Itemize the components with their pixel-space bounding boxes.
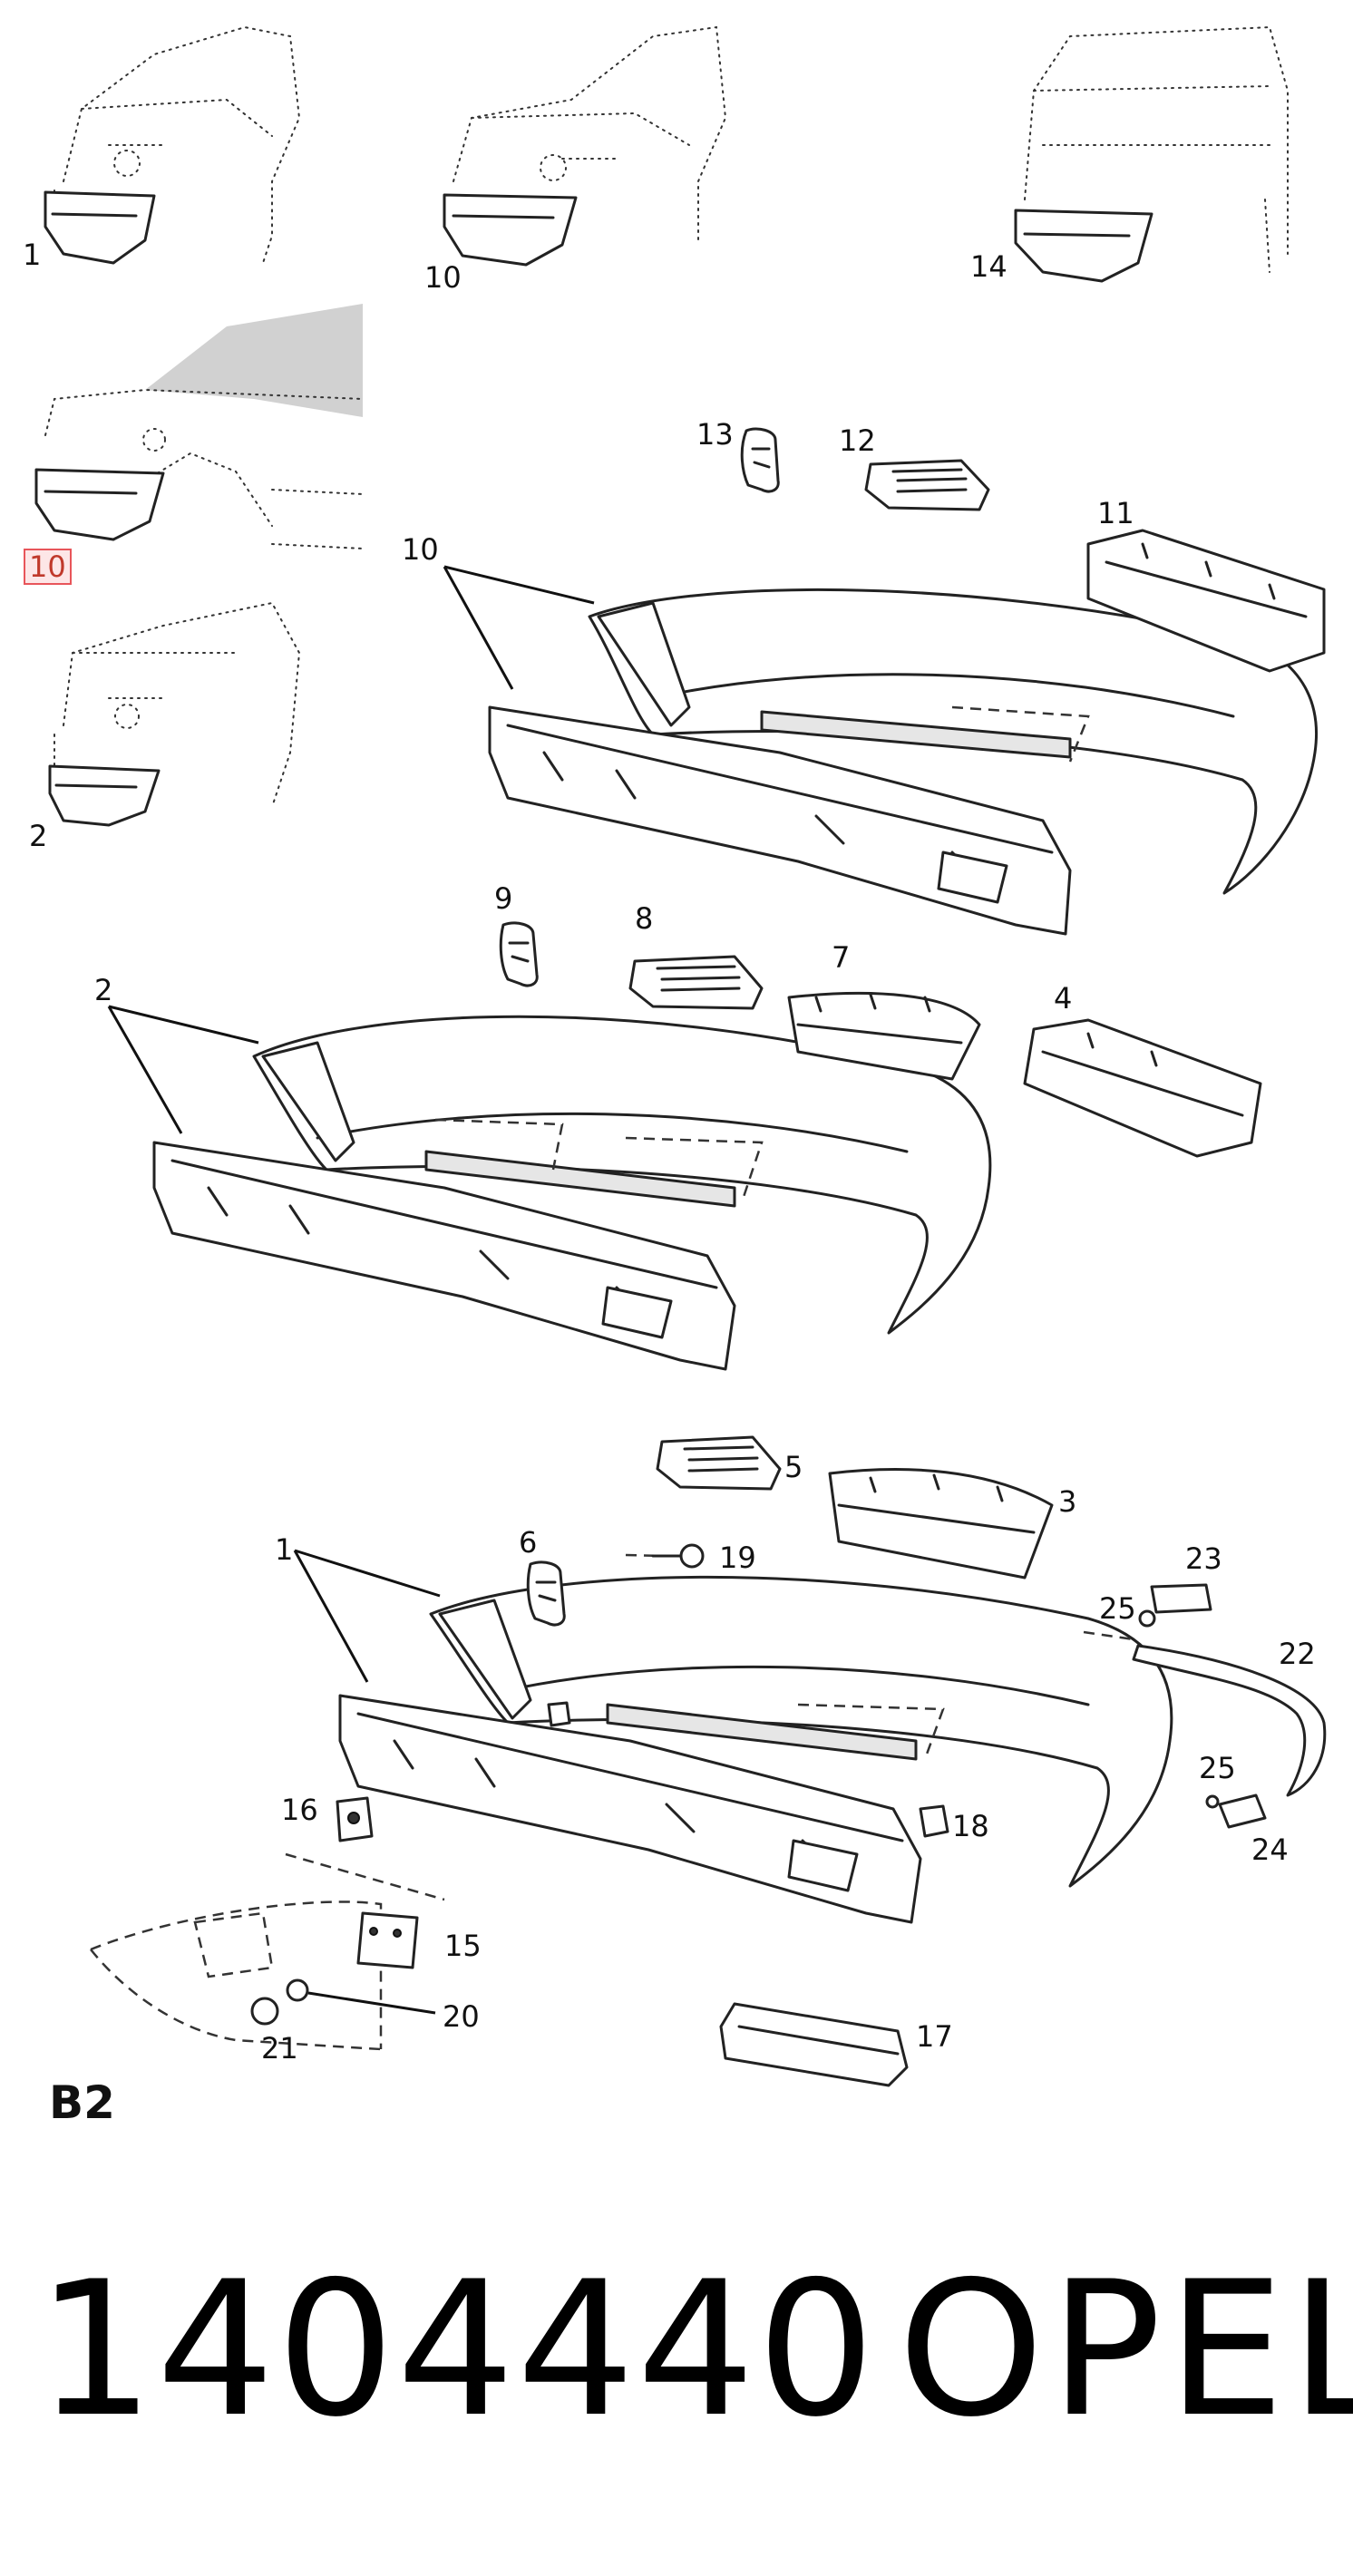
callout-17: 17 bbox=[916, 2019, 953, 2054]
callout-14-top: 14 bbox=[970, 249, 1007, 284]
callout-2-top: 2 bbox=[29, 819, 48, 853]
vehicle-outline-van bbox=[1014, 25, 1289, 283]
vehicle-outline-hatchback-2 bbox=[48, 601, 301, 827]
vehicle-outline-estate bbox=[443, 25, 727, 267]
callout-13: 13 bbox=[696, 417, 734, 452]
callout-10-bumper: 10 bbox=[402, 532, 439, 567]
callout-3: 3 bbox=[1058, 1484, 1077, 1519]
callout-20: 20 bbox=[443, 1999, 480, 2034]
callout-25-lower: 25 bbox=[1199, 1751, 1236, 1785]
part-number: 1404440 bbox=[36, 2242, 877, 2458]
callout-11: 11 bbox=[1097, 496, 1134, 530]
callout-15: 15 bbox=[444, 1929, 482, 1963]
callout-2-bumper: 2 bbox=[94, 973, 113, 1007]
bumper-assembly-middle bbox=[107, 921, 1262, 1371]
callout-7: 7 bbox=[832, 940, 851, 975]
callout-4: 4 bbox=[1054, 981, 1073, 1016]
callout-22: 22 bbox=[1279, 1637, 1316, 1671]
bumper-assembly-upper bbox=[443, 427, 1326, 936]
callout-18: 18 bbox=[952, 1809, 989, 1843]
section-code: B2 bbox=[49, 2076, 115, 2129]
callout-16: 16 bbox=[281, 1793, 318, 1827]
brand-name: OPEL bbox=[898, 2242, 1353, 2458]
callout-8: 8 bbox=[635, 901, 654, 936]
callout-25-upper: 25 bbox=[1099, 1591, 1136, 1626]
callout-1-bumper: 1 bbox=[275, 1532, 294, 1567]
vehicle-outline-sedan bbox=[34, 304, 364, 549]
callout-19: 19 bbox=[719, 1541, 756, 1575]
callout-5: 5 bbox=[784, 1450, 803, 1484]
callout-10-top: 10 bbox=[424, 260, 462, 295]
callout-6: 6 bbox=[519, 1525, 538, 1560]
callout-24: 24 bbox=[1251, 1832, 1289, 1867]
callout-21: 21 bbox=[261, 2031, 298, 2066]
vehicle-outline-hatchback bbox=[44, 25, 301, 265]
bumper-assembly-lower bbox=[90, 1435, 1327, 2087]
callout-9: 9 bbox=[494, 881, 513, 916]
callout-1-top: 1 bbox=[23, 238, 42, 272]
callout-23: 23 bbox=[1185, 1541, 1222, 1576]
callout-10-highlighted[interactable]: 10 bbox=[24, 549, 72, 585]
callout-12: 12 bbox=[839, 423, 876, 458]
